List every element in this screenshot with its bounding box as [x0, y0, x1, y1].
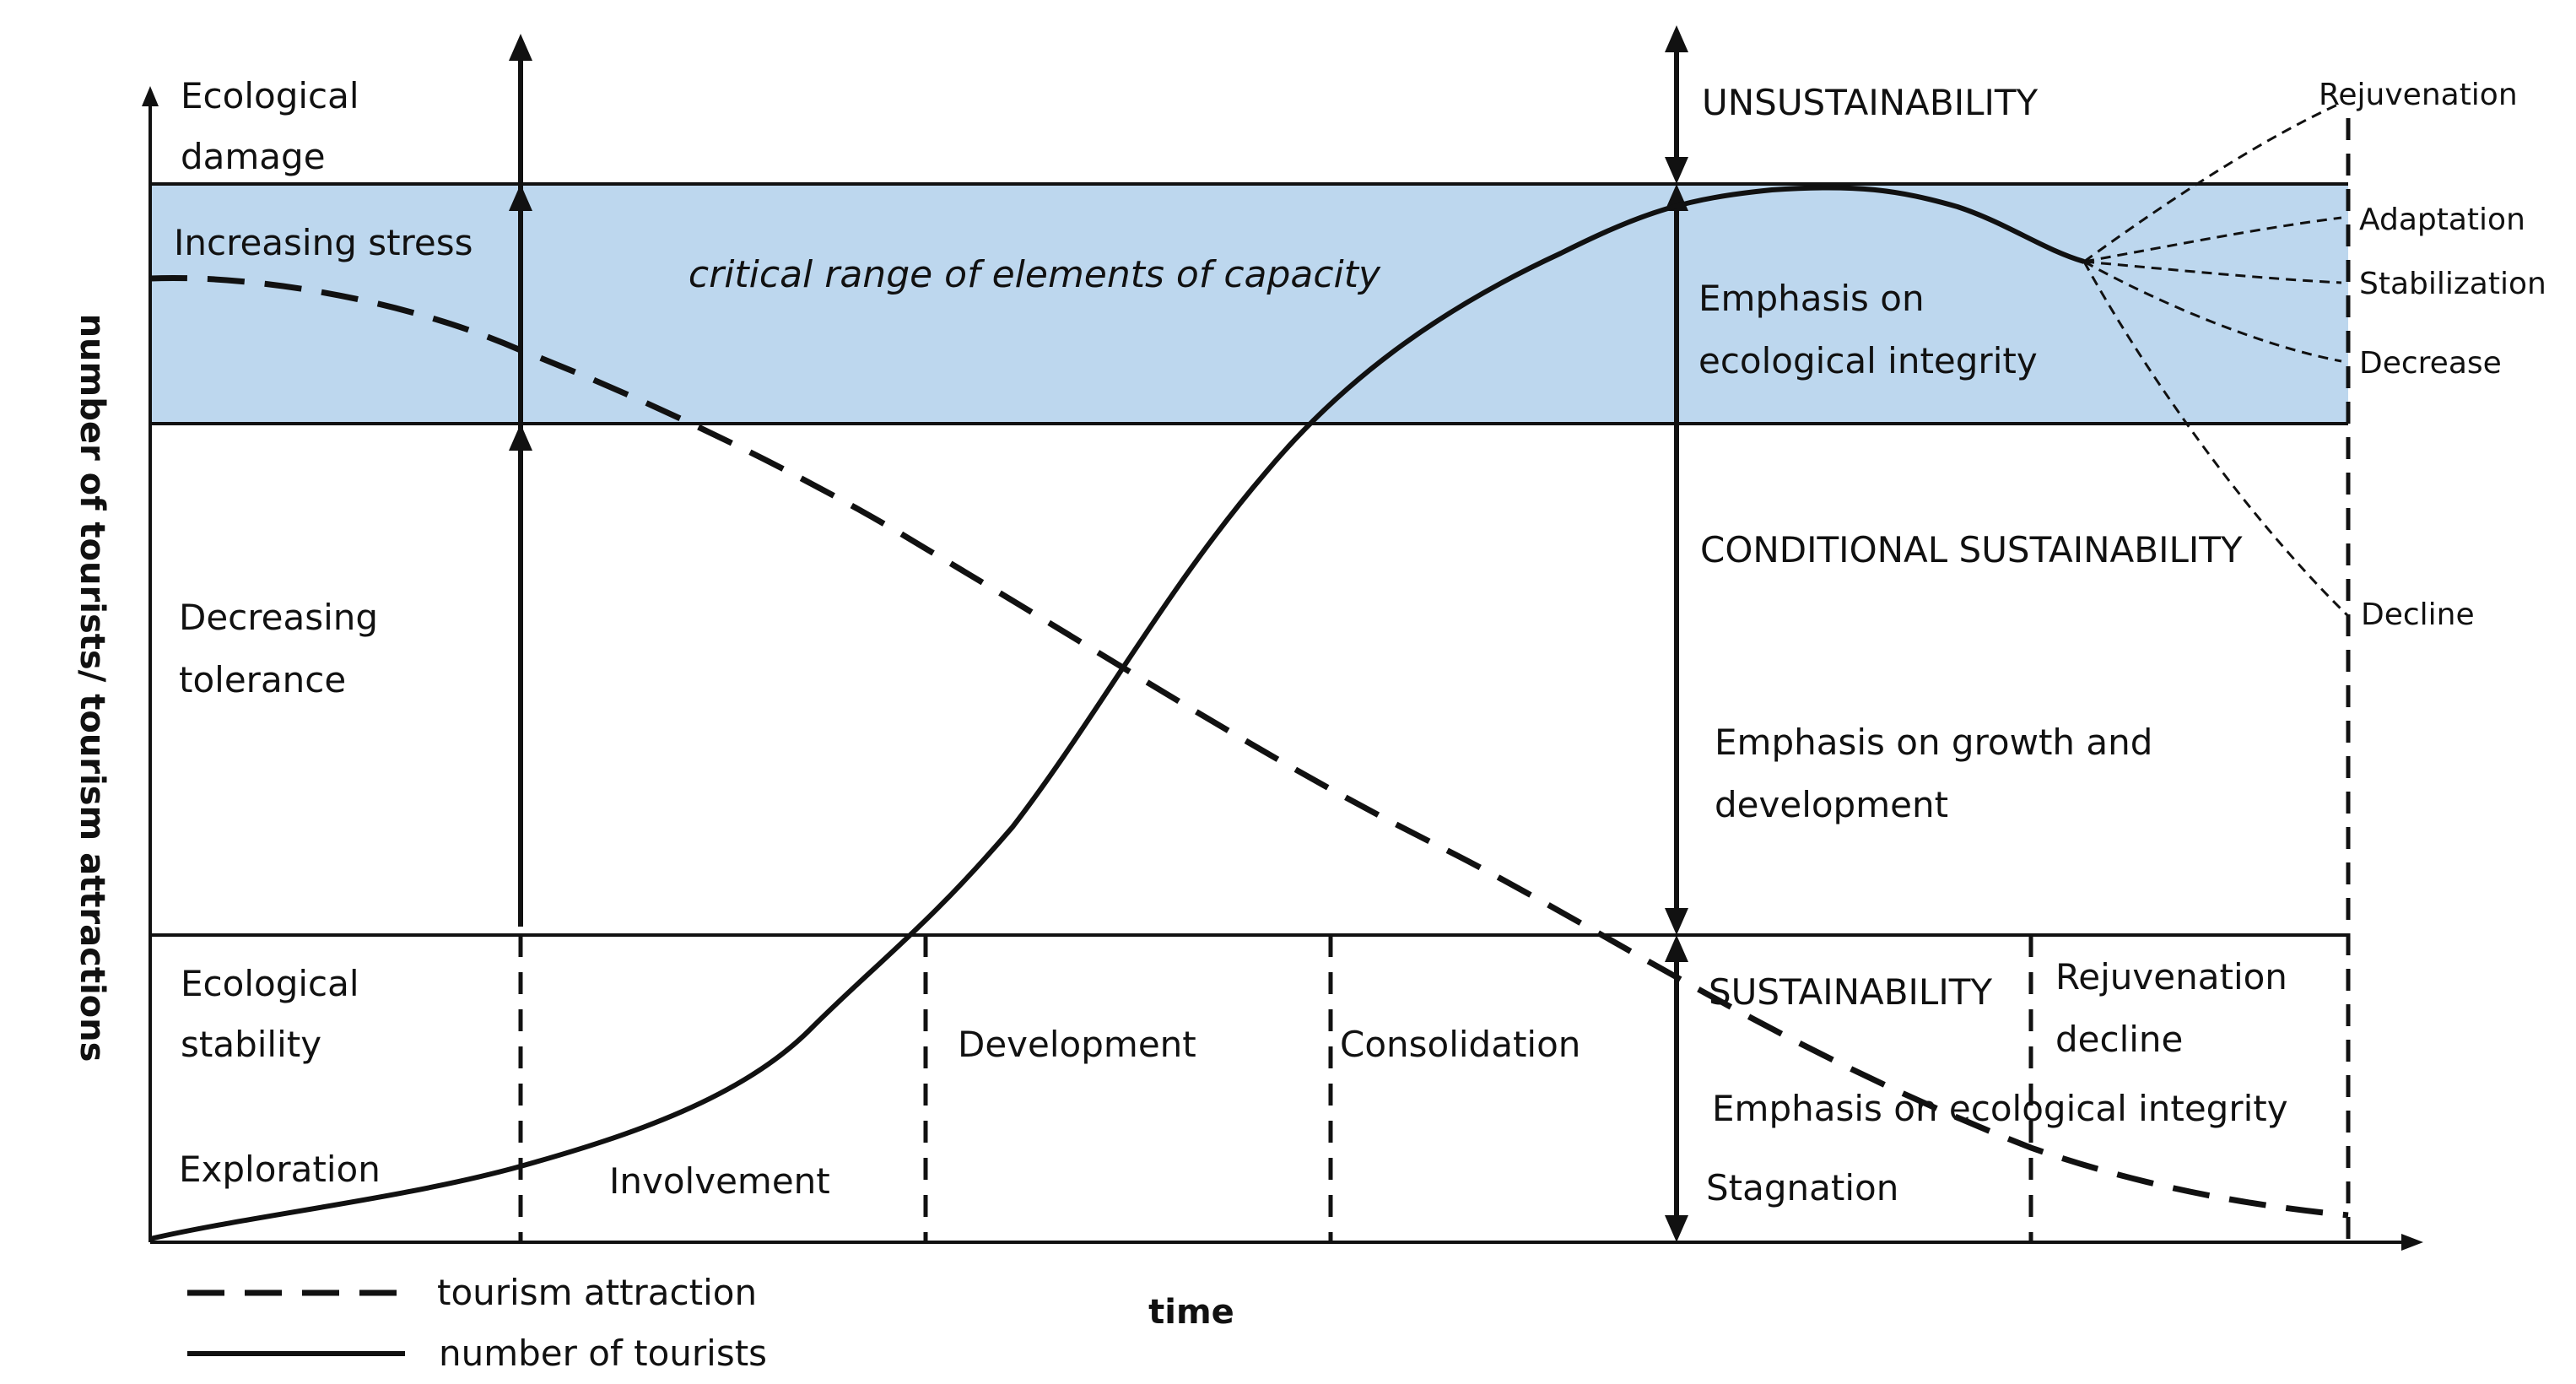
- future-scenario-lines: [2082, 101, 2350, 618]
- legend-dashed-label: tourism attraction: [437, 1272, 757, 1313]
- outcome-decrease: Decrease: [2359, 346, 2502, 381]
- stage-stagnation: Stagnation: [1706, 1167, 1898, 1208]
- zone-increasing-stress: Increasing stress: [174, 222, 473, 263]
- right-arrowhead-upper-bottom: [1665, 157, 1688, 184]
- y-axis-arrowhead: [142, 86, 159, 106]
- emphasis-growth-line2: development: [1715, 784, 1948, 825]
- tourism-attraction-curve: [149, 275, 2349, 1219]
- x-axis-arrowhead: [2401, 1234, 2423, 1251]
- zone-decreasing-tolerance-line2: tolerance: [179, 659, 346, 700]
- number-of-tourists-curve: [149, 185, 2085, 1241]
- critical-range-label: critical range of elements of capacity: [689, 253, 1381, 296]
- zone-ecological-damage-line1: Ecological: [181, 75, 359, 116]
- sustainability-label: SUSTAINABILITY: [1709, 971, 1992, 1013]
- right-arrowhead-lower-top: [1665, 935, 1688, 962]
- stage-involvement: Involvement: [609, 1160, 830, 1202]
- conditional-sustainability-label: CONDITIONAL SUSTAINABILITY: [1700, 529, 2243, 570]
- left-arrowhead-band-top: [509, 184, 532, 211]
- stage-exploration: Exploration: [179, 1149, 381, 1190]
- left-arrowhead-top: [509, 34, 532, 61]
- unsustainability-label: UNSUSTAINABILITY: [1702, 82, 2039, 123]
- emphasis-ecological-integrity-top-line2: ecological integrity: [1698, 340, 2038, 381]
- emphasis-growth-line1: Emphasis on growth and: [1715, 722, 2152, 763]
- y-axis-label: number of tourists/ tourism attractions: [73, 314, 111, 1062]
- emphasis-ecological-integrity-top-line1: Emphasis on: [1698, 278, 1925, 319]
- legend-solid-label: number of tourists: [439, 1333, 767, 1374]
- outcome-stabilization: Stabilization: [2359, 267, 2546, 301]
- stage-development: Development: [958, 1024, 1196, 1065]
- right-arrowhead-lower-bottom: [1665, 1215, 1688, 1242]
- stage-rejuvenation-decline-line1: Rejuvenation: [2055, 956, 2287, 997]
- zone-decreasing-tolerance-line1: Decreasing: [179, 597, 378, 638]
- x-axis-label: time: [1148, 1293, 1234, 1332]
- right-arrowhead-upper-top: [1665, 25, 1688, 52]
- legend: tourism attraction number of tourists: [187, 1272, 767, 1374]
- outcome-rejuvenation: Rejuvenation: [2319, 78, 2518, 112]
- zone-ecological-stability-line1: Ecological: [181, 963, 359, 1004]
- zone-ecological-stability-line2: stability: [181, 1024, 321, 1065]
- left-arrowhead-band-bottom: [509, 424, 532, 451]
- outcome-adaptation: Adaptation: [2359, 203, 2525, 237]
- emphasis-ecological-integrity-bottom: Emphasis on ecological integrity: [1712, 1088, 2288, 1129]
- right-arrowhead-middle-bottom: [1665, 908, 1688, 935]
- zone-ecological-damage-line2: damage: [181, 136, 326, 177]
- stage-rejuvenation-decline-line2: decline: [2055, 1019, 2183, 1060]
- outcome-decline: Decline: [2361, 597, 2475, 632]
- stage-consolidation: Consolidation: [1340, 1024, 1580, 1065]
- critical-capacity-band: [150, 184, 2348, 424]
